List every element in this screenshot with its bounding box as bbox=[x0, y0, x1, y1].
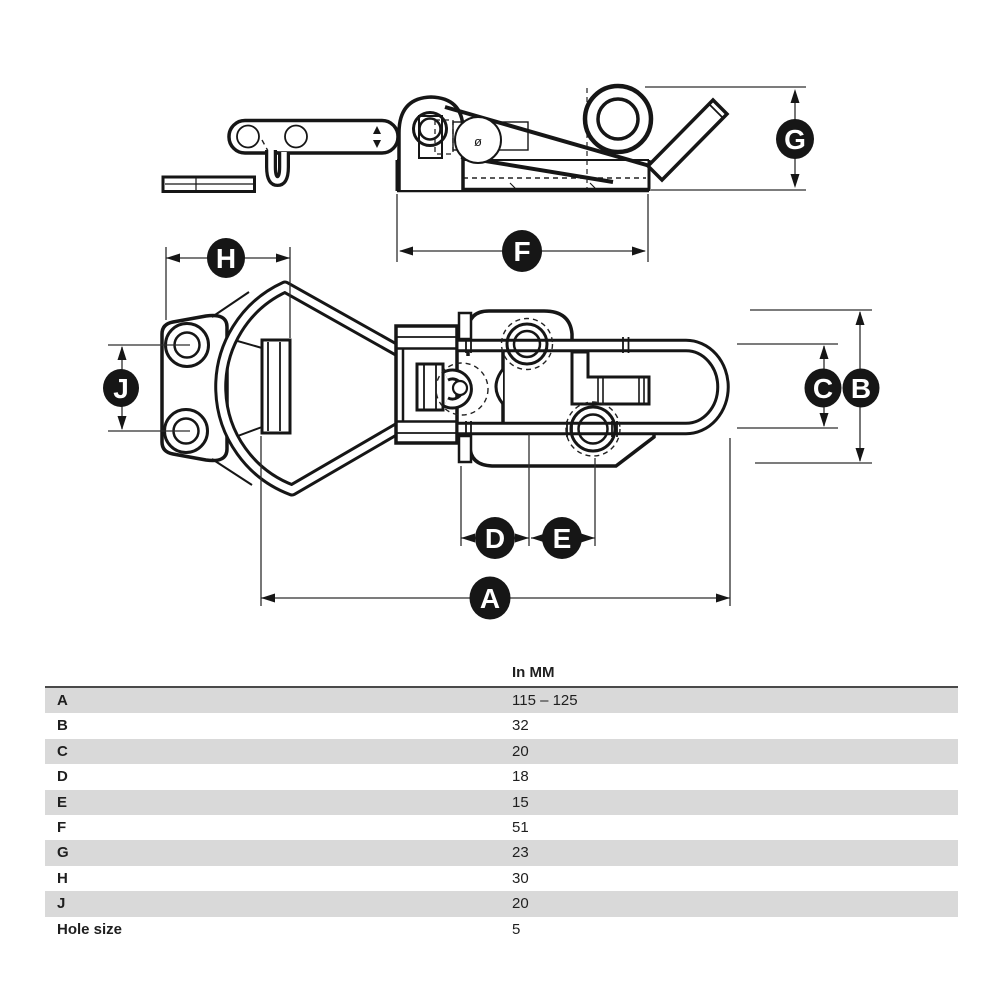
dim-value-cell: 18 bbox=[512, 768, 529, 786]
table-row: E 15 bbox=[45, 789, 958, 815]
table-row: Hole size 5 bbox=[45, 917, 958, 942]
pivot-hidden-circle bbox=[435, 362, 489, 416]
mounting-plate bbox=[160, 313, 229, 463]
dim-G: G bbox=[645, 86, 814, 191]
adjust-arrow-up bbox=[373, 126, 381, 134]
unit-header: In MM bbox=[512, 664, 555, 681]
dim-label-c: C bbox=[813, 373, 833, 404]
dim-value-cell: 20 bbox=[512, 742, 529, 760]
catch-hole-bottom bbox=[565, 401, 621, 457]
dim-label-h: H bbox=[216, 243, 236, 274]
dim-value-cell: 32 bbox=[512, 717, 529, 735]
dim-label-cell: A bbox=[57, 692, 68, 709]
dim-B: B bbox=[750, 309, 880, 464]
table-row: A 115 – 125 bbox=[45, 688, 958, 714]
dim-value-cell: 15 bbox=[512, 793, 529, 811]
dim-value-cell: 23 bbox=[512, 844, 529, 862]
dim-label-cell: J bbox=[57, 895, 66, 913]
dim-value-cell: 51 bbox=[512, 818, 529, 836]
dim-F: F bbox=[396, 194, 649, 272]
frame-loop bbox=[458, 337, 730, 437]
dim-A: A bbox=[260, 436, 731, 620]
dim-label-g: G bbox=[784, 124, 806, 155]
table-row: B 32 bbox=[45, 713, 958, 738]
dim-label-d: D bbox=[485, 523, 505, 554]
table-body: A 115 – 125 B 32 C 20 D 18 E 15 F 51 G 2… bbox=[45, 686, 958, 942]
dim-value-cell: 20 bbox=[512, 895, 529, 913]
dimensions: G F H J bbox=[103, 86, 880, 620]
side-view: ø bbox=[161, 83, 730, 193]
dim-value-cell: 5 bbox=[512, 920, 521, 938]
adjust-arrow-down bbox=[373, 140, 381, 148]
table-row: D 18 bbox=[45, 764, 958, 789]
dim-D: D bbox=[460, 434, 530, 559]
wire-tab-top bbox=[457, 311, 473, 341]
catch-hook-side bbox=[161, 150, 290, 193]
dim-J: J bbox=[103, 344, 190, 432]
dim-label-cell: G bbox=[57, 844, 69, 862]
table-header-row: In MM bbox=[45, 659, 958, 686]
plate-slot bbox=[260, 338, 292, 435]
plan-view bbox=[160, 280, 730, 497]
dim-label-cell: F bbox=[57, 818, 67, 836]
wire-tab-bottom bbox=[457, 434, 473, 464]
dim-label-b: B bbox=[851, 373, 871, 404]
table-row: G 23 bbox=[45, 840, 958, 866]
dim-H: H bbox=[165, 238, 291, 338]
dim-label-cell: C bbox=[57, 742, 68, 760]
table-row: F 51 bbox=[45, 815, 958, 840]
dim-value-cell: 30 bbox=[512, 869, 529, 887]
handle-side bbox=[645, 97, 730, 183]
lever-arm-side: ø bbox=[434, 105, 658, 184]
dim-C: C bbox=[737, 343, 842, 429]
dimensions-table: In MM A 115 – 125 B 32 C 20 D 18 E 15 F … bbox=[45, 659, 958, 942]
adjust-nut bbox=[415, 362, 445, 412]
dim-label-f: F bbox=[513, 236, 530, 267]
dim-label-cell: B bbox=[57, 717, 68, 735]
dim-label-cell: H bbox=[57, 869, 68, 887]
diameter-symbol: ø bbox=[474, 134, 482, 149]
bail-rod-side bbox=[227, 118, 400, 155]
dim-label-e: E bbox=[553, 523, 572, 554]
table-row: H 30 bbox=[45, 866, 958, 891]
catch-hole-top bbox=[500, 317, 554, 371]
dim-label-cell: E bbox=[57, 793, 68, 811]
dim-label-cell: D bbox=[57, 768, 68, 786]
table-row: J 20 bbox=[45, 891, 958, 917]
technical-drawing: ø bbox=[103, 83, 880, 620]
eye-ring-side bbox=[582, 83, 654, 155]
pivot-bolt bbox=[451, 379, 469, 397]
dim-label-cell: Hole size bbox=[57, 920, 123, 938]
dim-label-a: A bbox=[480, 583, 500, 614]
catch-plate bbox=[466, 309, 660, 468]
roller-circle bbox=[454, 116, 502, 164]
dim-label-j: J bbox=[113, 373, 129, 404]
dim-value-cell: 115 – 125 bbox=[512, 692, 578, 709]
dim-E: E bbox=[531, 458, 596, 559]
table-row: C 20 bbox=[45, 738, 958, 765]
